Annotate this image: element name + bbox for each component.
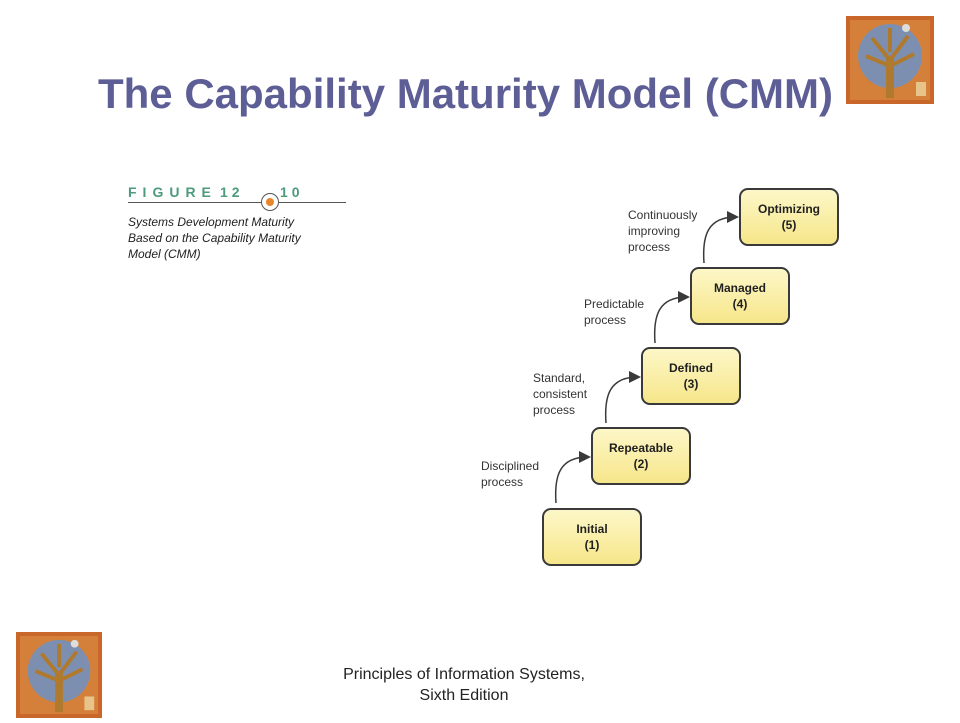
footer-line: Principles of Information Systems, <box>343 666 585 683</box>
stage-name: Repeatable <box>608 441 674 455</box>
transition-label-predictable: Predictable process <box>584 296 644 328</box>
figure-caption: Systems Development Maturity Based on th… <box>128 214 358 262</box>
stage-level: (3) <box>683 377 699 391</box>
transition-line: Predictable <box>584 297 645 311</box>
arrow-2-to-3 <box>604 371 641 424</box>
stage-name: Defined <box>668 361 713 375</box>
figure-number: 10 <box>280 184 304 200</box>
figure-label: FIGURE <box>128 184 217 200</box>
figure-chapter-number: 12 <box>220 184 244 200</box>
stage-level: (5) <box>781 218 797 232</box>
transition-line: process <box>628 240 671 254</box>
stage-level: (4) <box>732 297 748 311</box>
arrow-1-to-2 <box>554 451 591 504</box>
stage-level: (1) <box>584 538 600 552</box>
stage-name: Initial <box>576 522 608 536</box>
transition-label-standard: Standard, consistent process <box>533 370 587 418</box>
footer-line: Sixth Edition <box>419 687 509 704</box>
caption-line: Model (CMM) <box>128 247 201 261</box>
transition-label-continuously-improving: Continuously improving process <box>628 207 697 255</box>
stage-repeatable: Repeatable (2) <box>591 427 691 485</box>
slide-title: The Capability Maturity Model (CMM) <box>98 70 833 117</box>
figure-header: FIGURE 12 10 Systems Development Maturit… <box>128 184 358 274</box>
transition-line: process <box>533 403 576 417</box>
transition-line: process <box>584 313 627 327</box>
transition-line: Disciplined <box>481 459 540 473</box>
figure-rule <box>128 202 346 203</box>
stage-level: (2) <box>633 457 649 471</box>
arrow-4-to-5 <box>702 211 739 264</box>
stage-name: Managed <box>713 281 766 295</box>
stage-initial: Initial (1) <box>542 508 642 566</box>
stage-optimizing: Optimizing (5) <box>739 188 839 246</box>
stage-name: Optimizing <box>758 202 820 216</box>
stage-managed: Managed (4) <box>690 267 790 325</box>
slide-footer: Principles of Information Systems, Sixth… <box>300 664 628 706</box>
stage-defined: Defined (3) <box>641 347 741 405</box>
transition-line: Standard, <box>533 371 586 385</box>
transition-line: improving <box>628 224 681 238</box>
arrow-3-to-4 <box>653 291 690 344</box>
transition-line: Continuously <box>628 208 698 222</box>
tree-logo-icon <box>846 16 934 104</box>
transition-label-disciplined: Disciplined process <box>481 458 539 490</box>
transition-line: process <box>481 475 524 489</box>
caption-line: Systems Development Maturity <box>128 215 295 229</box>
tree-logo-icon <box>16 632 102 718</box>
transition-line: consistent <box>533 387 588 401</box>
figure-dot-icon <box>261 193 279 211</box>
caption-line: Based on the Capability Maturity <box>128 231 301 245</box>
